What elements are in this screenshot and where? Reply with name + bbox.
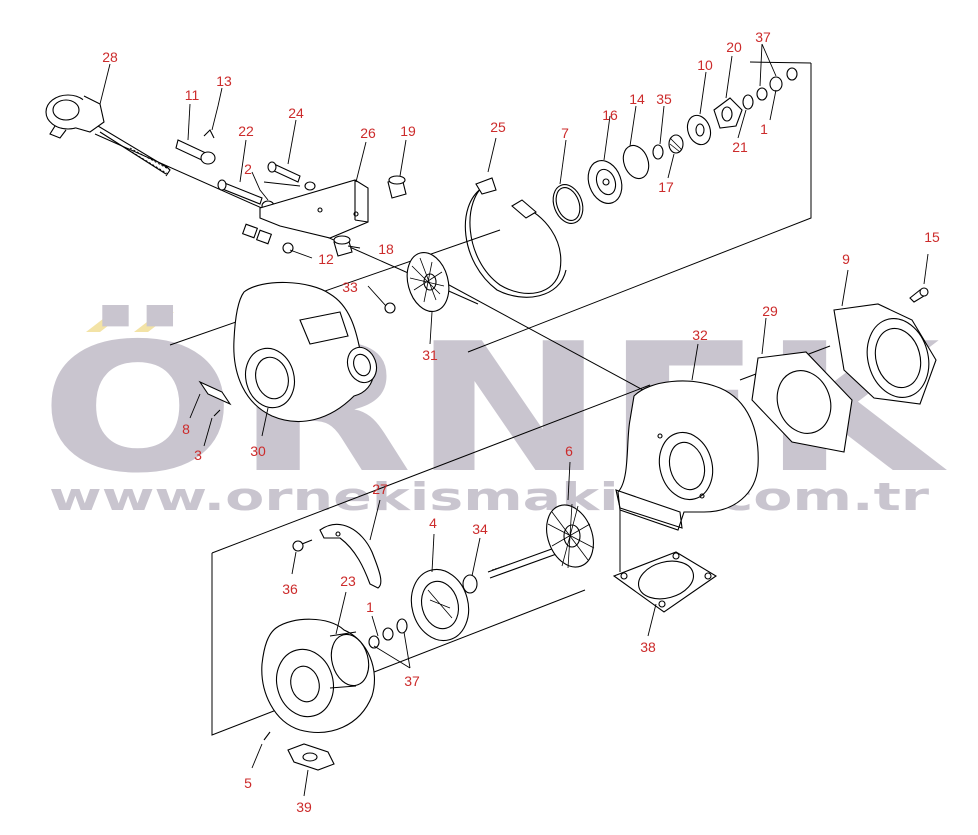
part-22-bolt: [217, 179, 263, 205]
part-20-bearing: [713, 97, 743, 129]
part-36-bolt: [292, 539, 313, 552]
part-10-oil-deflector: [686, 114, 712, 146]
callout-34: 34: [472, 521, 488, 537]
callout-36: 36: [282, 581, 298, 597]
callout-35: 35: [656, 91, 672, 107]
part-39-gasket: [287, 743, 335, 771]
callout-39: 39: [296, 799, 312, 815]
part-24-bolt: [267, 161, 301, 183]
part-37-1-upper-rings: [756, 67, 798, 101]
leader-lines: [99, 43, 929, 797]
watermark-accent-right: [134, 312, 174, 332]
part-11-pin: [175, 139, 216, 165]
part-13-clip: [203, 129, 215, 139]
part-38-gasket: [612, 551, 718, 613]
callout-9: 9: [842, 251, 850, 267]
callout-37-lower: 37: [404, 673, 420, 689]
part-16-thrust-collar: [587, 160, 623, 204]
callout-7: 7: [561, 125, 569, 141]
callout-10: 10: [697, 57, 713, 73]
callout-14: 14: [629, 91, 645, 107]
part-7-retaining-ring: [552, 184, 584, 224]
callout-30: 30: [250, 443, 266, 459]
callout-23: 23: [340, 573, 356, 589]
callout-17: 17: [658, 179, 674, 195]
part-23-center-housing: [261, 618, 376, 733]
callout-13: 13: [216, 73, 232, 89]
part-31-compressor-wheel: [406, 252, 450, 312]
callout-4: 4: [429, 515, 437, 531]
part-29-gasket: [751, 351, 853, 453]
callout-16: 16: [602, 107, 618, 123]
callout-2: 2: [244, 161, 252, 177]
callout-19: 19: [400, 123, 416, 139]
part-19-bushing: [387, 175, 407, 199]
callout-12: 12: [318, 251, 334, 267]
part-34-seal-ring: [462, 574, 478, 594]
callout-32: 32: [692, 327, 708, 343]
callout-28: 28: [102, 49, 118, 65]
part-37-1-lower-rings: [368, 618, 408, 649]
part-33-nut: [384, 302, 396, 314]
part-17-spring: [668, 134, 684, 154]
callout-27: 27: [372, 481, 388, 497]
part-25-v-band-clamp: [464, 177, 567, 298]
callout-15: 15: [924, 229, 940, 245]
part-28-actuator: [45, 94, 171, 177]
watermark-accent-left: [86, 312, 126, 332]
callout-1-lower: 1: [366, 599, 374, 615]
part-15-bolt: [909, 287, 929, 303]
callout-31: 31: [422, 347, 438, 363]
part-26-bracket: [259, 179, 369, 239]
callout-1-upper: 1: [760, 121, 768, 137]
part-18-bushing: [333, 235, 353, 257]
callout-24: 24: [288, 105, 304, 121]
callout-38: 38: [640, 639, 656, 655]
callout-37-upper: 37: [755, 29, 771, 45]
callout-33: 33: [342, 279, 358, 295]
callout-26: 26: [360, 125, 376, 141]
callout-11: 11: [185, 87, 200, 103]
part-9-flange: [833, 303, 937, 405]
callout-22: 22: [238, 123, 254, 139]
callout-labels: 28 13 11 24 22 2 26 19 25 7 16 14 35 10 …: [102, 29, 940, 815]
part-27-heat-shield: [319, 524, 382, 589]
callout-18: 18: [378, 241, 394, 257]
part-30-compressor-housing: [233, 281, 378, 423]
part-8-plate: [198, 380, 232, 406]
callout-21: 21: [732, 139, 748, 155]
callout-29: 29: [762, 303, 778, 319]
callout-5: 5: [244, 775, 252, 791]
part-35-ring: [652, 144, 664, 160]
watermark-url: www.ornekismakina.com.tr: [49, 475, 929, 519]
callout-3: 3: [194, 447, 202, 463]
part-12-nuts: [241, 223, 294, 254]
part-4-backplate: [410, 568, 470, 642]
callout-20: 20: [726, 39, 742, 55]
callout-6: 6: [565, 443, 573, 459]
part-21-ring: [742, 94, 754, 110]
callout-25: 25: [490, 119, 506, 135]
part-32-turbine-housing: [615, 380, 759, 531]
part-5-screw: [263, 731, 271, 741]
part-6-turbine-shaft-wheel: [487, 503, 595, 579]
part-3-screw: [213, 409, 221, 417]
callout-8: 8: [182, 421, 190, 437]
part-14-seal-ring: [622, 144, 650, 180]
